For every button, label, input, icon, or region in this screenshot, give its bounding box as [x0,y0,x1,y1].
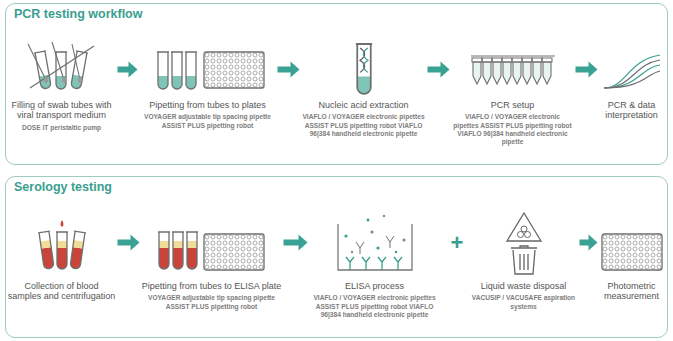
flow-arrow [118,62,138,78]
product-list: VACUSIP / VACUSAFE aspiration systems [470,294,578,310]
workflow-step: ELISA processVIAFLO / VOYAGER electronic… [310,211,440,320]
step-label: PCR setup [452,100,574,111]
step-label: PCR & data interpretation [600,100,664,122]
step-label: Nucleic acid extraction [302,100,426,111]
workflow-step: Nucleic acid extractionVIAFLO / VOYAGER … [302,38,426,139]
photometer-plate-icon [602,234,662,270]
tubes-to-elisa-plate-icon [158,232,264,270]
product-list: VOYAGER adjustable tip spacing pipette A… [140,113,276,129]
product-list: VIAFLO / VOYAGER electronic pipettes ASS… [310,294,440,319]
flow-arrow [118,235,140,251]
workflow-step: Photometric measurement [600,211,664,303]
flow-arrow [284,235,308,251]
panel-title: Serology testing [6,177,120,197]
amplification-curves-icon [604,55,660,88]
workflow-step: Pipetting from tubes to platesVOYAGER ad… [140,38,276,130]
step-label: Pipetting from tubes to ELISA plate [142,281,282,292]
workflow-panel: Serology testingCollection of blood samp… [5,176,668,338]
product-list: VOYAGER adjustable tip spacing pipette A… [142,294,282,310]
pcr-strip-icon [471,56,555,84]
workflow-panel: PCR testing workflowFilling of swab tube… [5,3,668,165]
dna-tube-icon [356,44,372,94]
product-list: VIAFLO / VOYAGER electronic pipettes ASS… [302,113,426,138]
flow-arrow [428,62,450,78]
workflow-step: Liquid waste disposalVACUSIP / VACUSAFE … [470,211,578,311]
product-list: DOSE IT peristaltic pump [8,124,116,132]
step-label: Filling of swab tubes with viral transpo… [8,100,116,122]
step-label: Photometric measurement [600,281,664,303]
waste-disposal-icon [507,213,541,274]
plus-sign: + [446,231,468,255]
blood-tubes-icon [38,220,86,269]
workflow-step: Collection of blood samples and centrifu… [8,211,116,303]
workflow-step: Filling of swab tubes with viral transpo… [8,38,116,133]
workflow-step: Pipetting from tubes to ELISA plateVOYAG… [142,211,282,311]
tubes-to-plate-icon [157,52,264,89]
flow-arrow [576,62,598,78]
step-label: ELISA process [310,281,440,292]
product-list: VIAFLO / VOYAGER electronic pipettes ASS… [452,113,574,146]
swab-tubes-icon [28,42,94,89]
flow-arrow [580,235,598,251]
step-label: Pipetting from tubes to plates [140,100,276,111]
flow-arrow [278,62,300,78]
step-label: Liquid waste disposal [470,281,578,292]
panel-title: PCR testing workflow [6,4,150,24]
step-label: Collection of blood samples and centrifu… [8,281,116,303]
workflow-step: PCR setupVIAFLO / VOYAGER electronic pip… [452,38,574,147]
elisa-icon [338,215,412,270]
workflow-step: PCR & data interpretation [600,38,664,122]
